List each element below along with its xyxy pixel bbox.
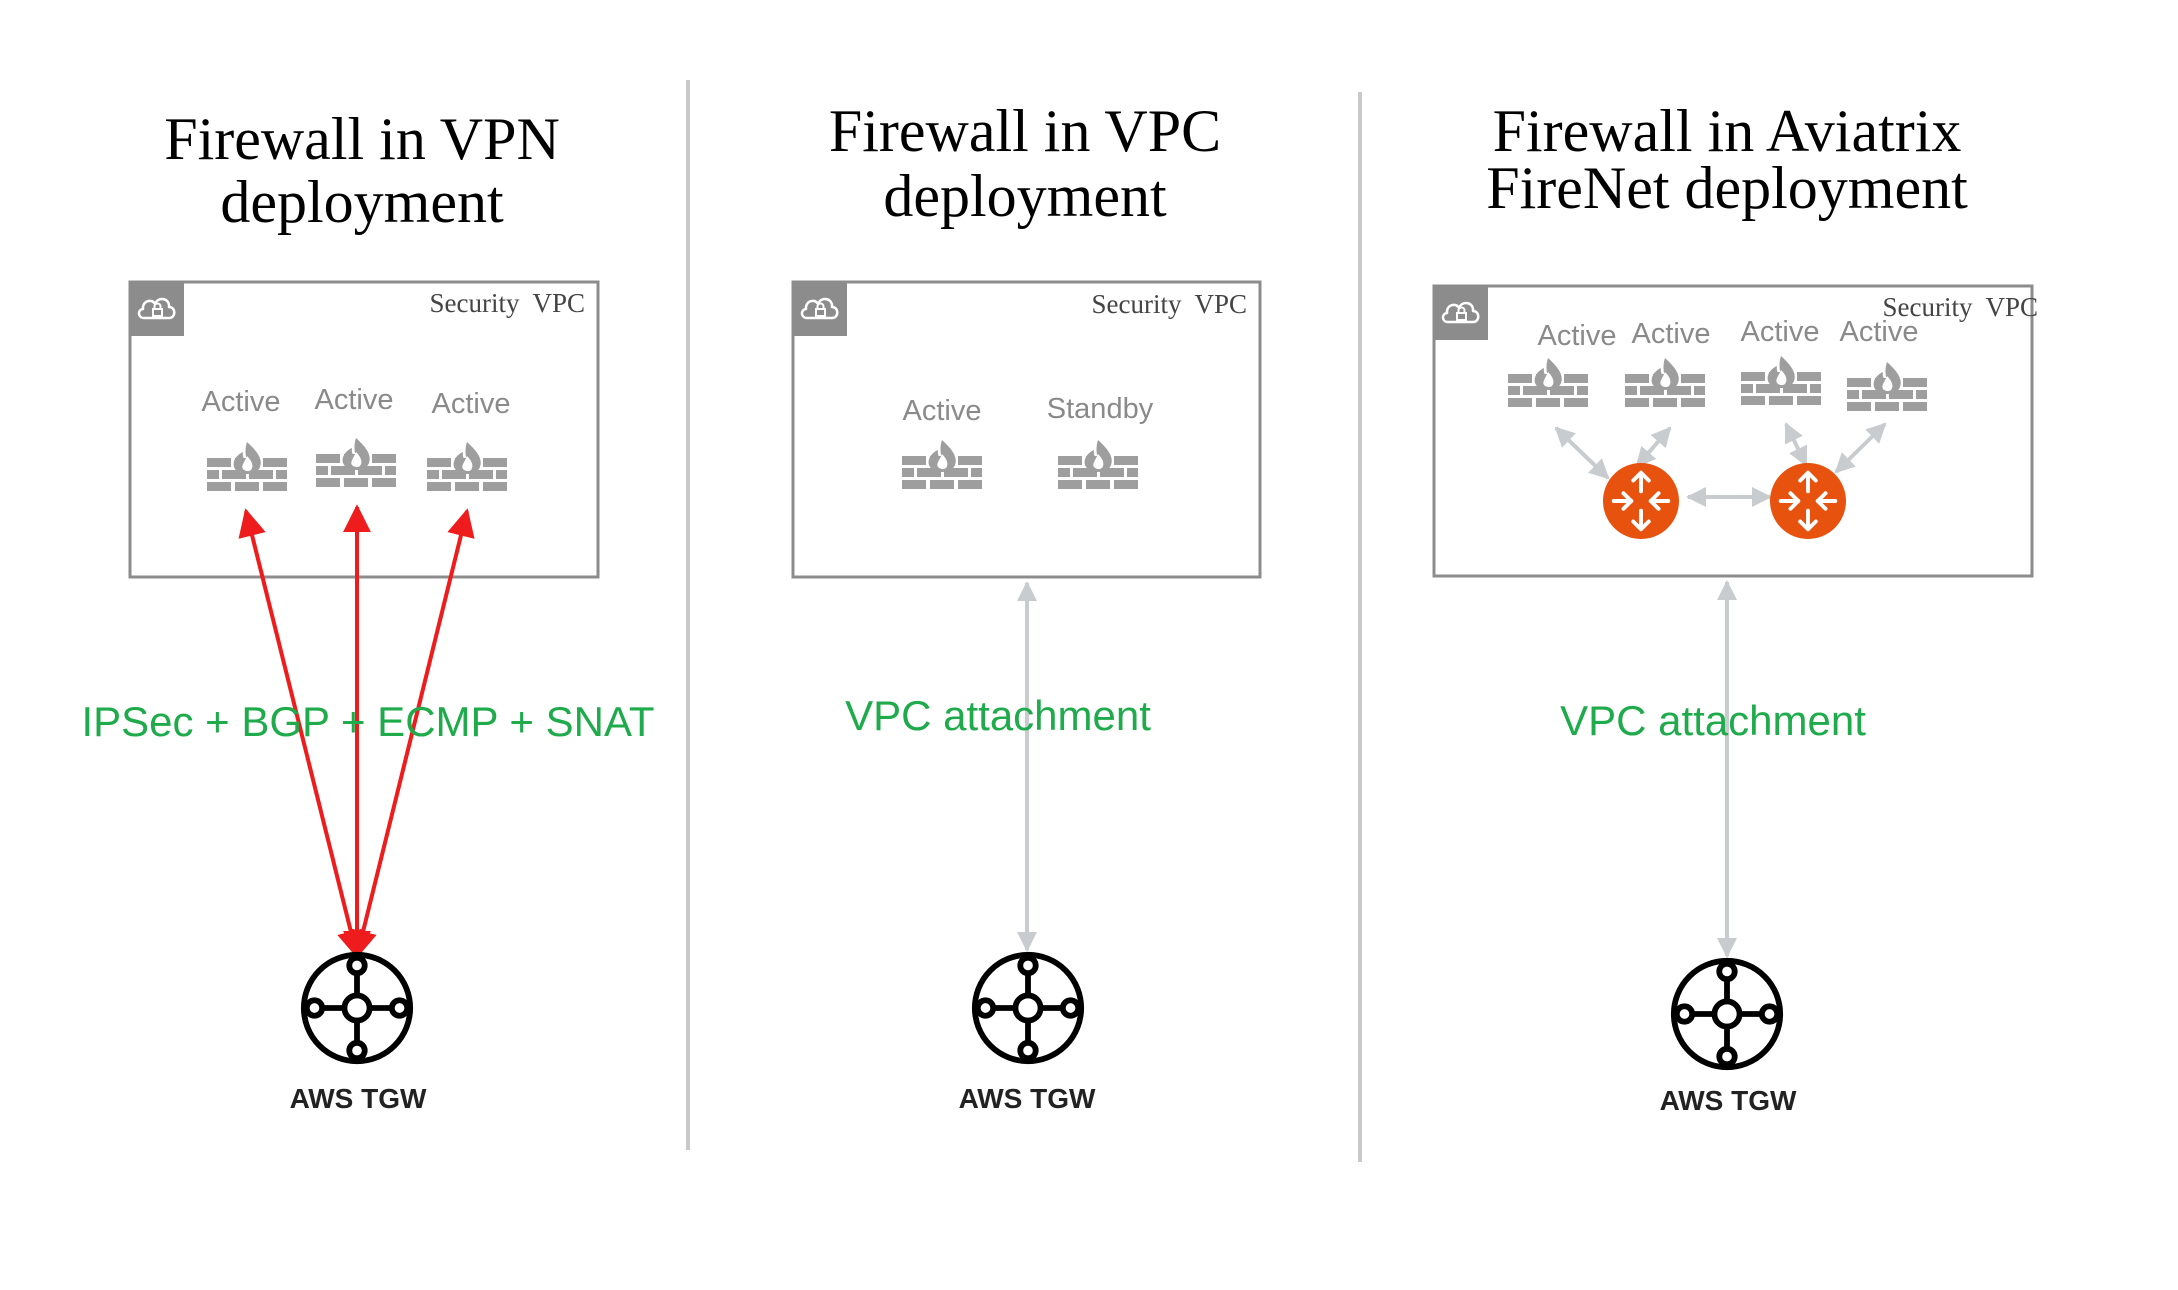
vpc-label: Security VPC <box>429 288 585 318</box>
firewall-status-label: Active <box>903 395 982 427</box>
ipsec-tunnel-arrow <box>238 508 365 959</box>
firewall-status-label: Standby <box>1047 393 1154 425</box>
tgw-label: AWS TGW <box>959 1083 1096 1114</box>
firewall-status-label: Active <box>315 384 394 416</box>
security-vpc-box: Security VPC <box>1432 284 2038 578</box>
firewall-status-label: Active <box>1632 318 1711 350</box>
panel-title: Firewall in VPC <box>829 98 1221 164</box>
panel-title: deployment <box>220 169 504 235</box>
vpc-label: Security VPC <box>1091 289 1247 319</box>
tgw-label: AWS TGW <box>1660 1085 1797 1116</box>
transit-gateway-icon <box>304 955 410 1061</box>
panel-vpn-deployment: Firewall in VPN deployment Security VPC … <box>81 106 654 1114</box>
firewall-gateway-link <box>1834 422 1887 474</box>
firewall-status-label: Active <box>1741 316 1820 348</box>
connection-label: IPSec + BGP + ECMP + SNAT <box>81 698 654 745</box>
firewall-gateway-link <box>1784 422 1808 467</box>
firewall-status-label: Active <box>432 388 511 420</box>
panel-vpc-deployment: Firewall in VPC deployment Security VPC … <box>791 98 1262 1114</box>
panel-title: Firewall in VPN <box>164 106 560 172</box>
vpc-label: Security VPC <box>1882 292 2038 322</box>
security-vpc-box: Security VPC <box>791 280 1262 579</box>
aviatrix-gateway-icon <box>1769 462 1847 540</box>
cloud-lock-icon <box>1434 286 1488 340</box>
panel-firenet-deployment: Firewall in Aviatrix FireNet deployment … <box>1432 98 2038 1116</box>
panel-title: Firewall in Aviatrix <box>1493 98 1962 164</box>
firewall-gateway-link <box>1635 426 1672 468</box>
firewall-status-label: Active <box>202 386 281 418</box>
connection-label: VPC attachment <box>845 692 1151 739</box>
firewall-status-label: Active <box>1840 316 1919 348</box>
cloud-lock-icon <box>793 282 847 336</box>
ipsec-tunnel-arrow <box>349 508 475 959</box>
tgw-label: AWS TGW <box>290 1083 427 1114</box>
cloud-lock-icon <box>130 282 184 336</box>
firewall-gateway-link <box>1554 426 1610 480</box>
security-vpc-box: Security VPC <box>128 280 600 579</box>
connection-label: VPC attachment <box>1560 697 1866 744</box>
aviatrix-gateway-icon <box>1602 462 1680 540</box>
panel-title: deployment <box>883 163 1167 229</box>
transit-gateway-icon <box>975 955 1081 1061</box>
firewall-status-label: Active <box>1538 320 1617 352</box>
panel-title: FireNet deployment <box>1486 155 1968 221</box>
transit-gateway-icon <box>1674 961 1780 1067</box>
